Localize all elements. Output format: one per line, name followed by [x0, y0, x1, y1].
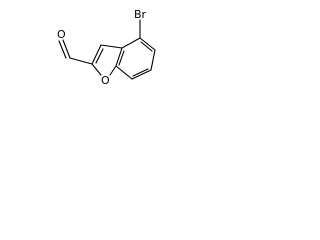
bond-c7-c7a — [115, 65, 133, 80]
bond-c2-cho — [69, 57, 93, 65]
molecule-drawing: Br O O — [57, 8, 156, 87]
bond-c5-c6 — [150, 49, 156, 71]
bond-c2-o1 — [91, 63, 102, 76]
ring-oxygen-label: O — [101, 74, 110, 87]
bond-c6-c7 — [131, 69, 152, 80]
bond-cho-o — [62, 39, 71, 59]
double-bond-c3-c2-inner — [95, 48, 104, 64]
bond-c4-c5 — [139, 37, 156, 51]
aldehyde-oxygen-label: O — [57, 28, 66, 41]
double-bond-c4-c5-inner — [140, 41, 153, 52]
bond-o1-c7a — [109, 65, 117, 76]
bond-c3a-c3 — [100, 44, 123, 49]
bond-c3a-c4 — [121, 37, 141, 49]
bond-c7a-c3a — [115, 47, 123, 67]
structure-canvas: Br O O — [0, 0, 168, 117]
double-bond-cho-o-inner — [58, 40, 67, 59]
double-bond-c6-c7-inner — [132, 68, 149, 77]
bond-c3-c2 — [91, 44, 102, 65]
double-bond-c7a-c3a-inner — [118, 50, 125, 66]
bromine-label: Br — [134, 8, 147, 21]
